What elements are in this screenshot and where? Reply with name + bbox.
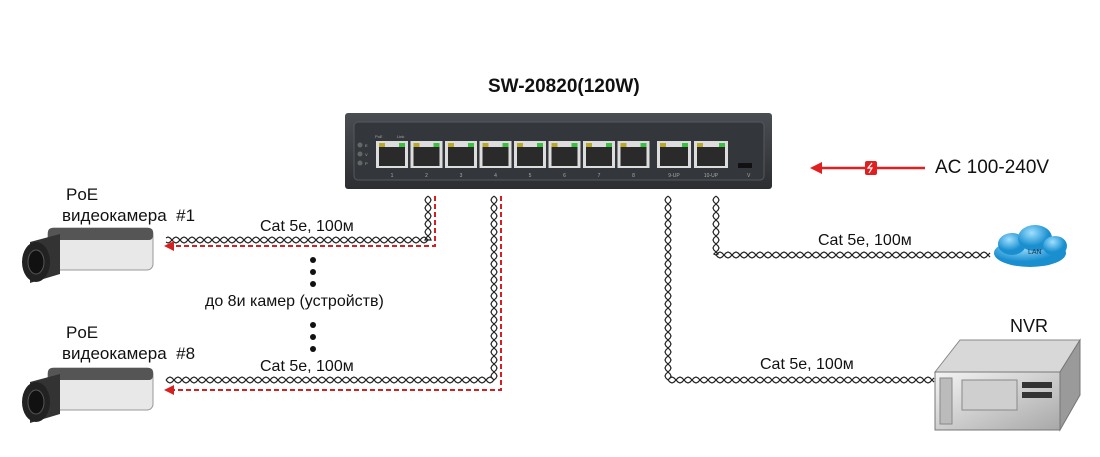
port-label: 2 <box>425 173 428 179</box>
switch-model-title: SW-20820(120W) <box>488 76 640 97</box>
uplink-10-UP[interactable]: 10-UP <box>694 141 728 179</box>
camera-8-line2: видеокамера <box>62 344 167 363</box>
cable-nvr <box>664 195 935 384</box>
led-header: Link <box>397 134 404 139</box>
port-label: 8 <box>632 173 635 179</box>
port-3[interactable]: 3 <box>445 141 477 179</box>
port-label: 7 <box>598 173 601 179</box>
port-label: 9-UP <box>668 173 680 179</box>
port-5[interactable]: 5 <box>514 141 546 179</box>
lan-cable-label: Cat 5e, 100м <box>818 232 912 249</box>
power-label: AC 100-240V <box>935 157 1050 178</box>
camera-8-number: #8 <box>176 344 196 363</box>
port-label: 3 <box>460 173 463 179</box>
port-2[interactable]: 2 <box>410 141 443 179</box>
ellipsis-dots <box>310 257 316 352</box>
nvr-icon <box>933 338 1081 432</box>
port-label: 6 <box>563 173 566 179</box>
camera-1-line1: PoE <box>66 185 99 204</box>
svg-text:V: V <box>365 152 368 157</box>
cable-lan <box>712 195 991 259</box>
range-note: до 8и камер (устройств) <box>205 293 384 310</box>
switch-toggle[interactable] <box>738 163 752 168</box>
lan-cloud-icon: LAN <box>994 225 1067 267</box>
svg-text:P: P <box>365 161 368 166</box>
port-label: 4 <box>494 173 497 179</box>
led-V <box>357 151 363 157</box>
port-label: 1 <box>391 173 394 179</box>
power-arrow <box>810 161 925 175</box>
port-7[interactable]: 7 <box>583 141 615 179</box>
svg-text:V: V <box>747 173 751 179</box>
port-label: 10-UP <box>704 173 719 179</box>
cable-camera-8 <box>165 195 498 384</box>
camera-8-cable-label: Cat 5e, 100м <box>260 358 354 375</box>
camera-1-number: #1 <box>176 206 196 225</box>
nvr-cable-label: Cat 5e, 100м <box>760 356 854 373</box>
camera-8-label: PoE видеокамера #8 <box>62 322 195 364</box>
uplink-9-UP[interactable]: 9-UP <box>657 141 691 179</box>
camera-1-icon <box>22 227 154 283</box>
svg-text:E: E <box>365 143 368 148</box>
poe-flow-8 <box>170 196 502 391</box>
led-P <box>357 160 363 166</box>
camera-8-line1: PoE <box>66 323 99 342</box>
nvr-label: NVR <box>1010 316 1049 336</box>
lan-label: LAN <box>1028 249 1042 256</box>
camera-1-label: PoE видеокамера #1 <box>62 184 195 226</box>
cable-camera-1 <box>165 195 432 244</box>
port-label: 5 <box>529 173 532 179</box>
camera-8-icon <box>22 367 154 423</box>
led-E <box>357 142 363 148</box>
led-header: PoE <box>375 134 383 139</box>
port-6[interactable]: 6 <box>548 141 581 179</box>
camera-1-cable-label: Cat 5e, 100м <box>260 218 354 235</box>
camera-1-line2: видеокамера <box>62 206 167 225</box>
poe-flow-1 <box>170 196 436 247</box>
port-1[interactable]: 1 <box>376 141 408 179</box>
port-8[interactable]: 8 <box>617 141 650 179</box>
port-4[interactable]: 4 <box>479 141 512 179</box>
